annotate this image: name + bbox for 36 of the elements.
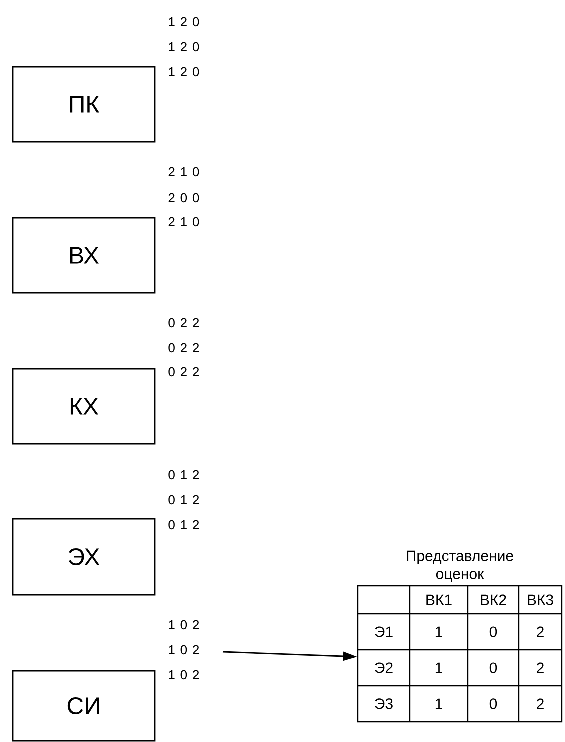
- number-row: 1 2 0: [169, 67, 200, 77]
- number-row: 2 1 0: [168, 217, 200, 227]
- table-cell-text: 0: [490, 698, 498, 710]
- table-cell-text: Э3: [375, 698, 393, 710]
- table-cell-text: Э2: [375, 662, 393, 674]
- number-row: 1 2 0: [169, 42, 200, 52]
- table-cell-text: 0: [490, 626, 498, 638]
- table-cell-text: 2: [537, 626, 544, 638]
- process-box: ЭХ: [12, 518, 156, 596]
- table-cell-text: 1: [436, 626, 442, 638]
- node-label: Представление оценок: [407, 550, 514, 582]
- number-row: 1 0 2: [169, 645, 200, 655]
- number-row: 2 0 0: [168, 193, 200, 203]
- table-cell-text: Э1: [375, 626, 393, 638]
- table-cell-text: 2: [537, 698, 544, 710]
- number-row: 0 2 2: [168, 343, 200, 353]
- number-row: 0 1 2: [168, 495, 200, 505]
- process-box: ВХ: [12, 217, 156, 294]
- table-cell-text: 2: [537, 662, 544, 674]
- number-row: 0 2 2: [168, 367, 200, 377]
- table-cell-text: 1: [436, 698, 442, 710]
- table-cell-text: 0: [490, 662, 498, 674]
- number-row: 1 2 0: [169, 17, 200, 27]
- number-row: 2 1 0: [168, 167, 200, 177]
- process-box: ПК: [12, 66, 156, 143]
- number-row: 0 1 2: [168, 520, 200, 530]
- number-row: 0 2 2: [168, 318, 200, 328]
- table-cell-text: ВК3: [528, 594, 554, 606]
- number-row: 1 0 2: [169, 670, 200, 680]
- number-row: 1 0 2: [169, 620, 200, 630]
- table-cell-text: ВК1: [426, 594, 452, 606]
- table-cell-text: 1: [436, 662, 442, 674]
- table-cell-text: ВК2: [481, 594, 506, 606]
- process-box: КХ: [12, 368, 156, 445]
- number-row: 0 1 2: [168, 470, 200, 480]
- process-box: СИ: [12, 670, 156, 742]
